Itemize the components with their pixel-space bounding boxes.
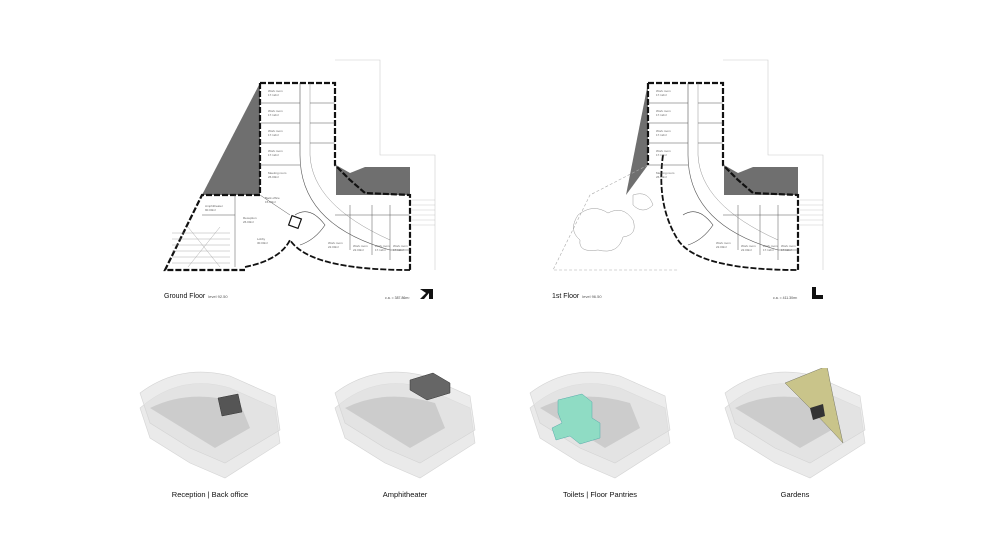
axon-diagram-gardens: Gardens xyxy=(715,368,875,508)
axon-diagram-reception: Reception | Back office xyxy=(130,368,290,508)
plan-area: c.a. = 411.30m² xyxy=(773,296,798,300)
diagram-caption: Gardens xyxy=(780,490,810,499)
floor-key-symbol xyxy=(812,287,823,299)
axon-diagram-toilets: Toilets | Floor Pantries xyxy=(520,368,680,508)
garden-opening xyxy=(810,404,825,420)
diagram-caption: Reception | Back office xyxy=(171,490,249,499)
highlight-volume xyxy=(217,393,243,417)
highlight-volume xyxy=(409,372,451,401)
plan-area: c.a. = 387.86m² xyxy=(385,296,410,300)
ground-floor-drawing xyxy=(163,59,436,299)
diagram-caption: Toilets | Floor Pantries xyxy=(562,490,638,499)
axon-diagram-amphitheater: Amphitheater xyxy=(325,368,485,508)
first-floor-drawing xyxy=(552,59,824,299)
diagram-caption: Amphitheater xyxy=(382,490,428,499)
floor-key-symbol xyxy=(420,289,433,299)
highlight-volume xyxy=(551,393,601,445)
